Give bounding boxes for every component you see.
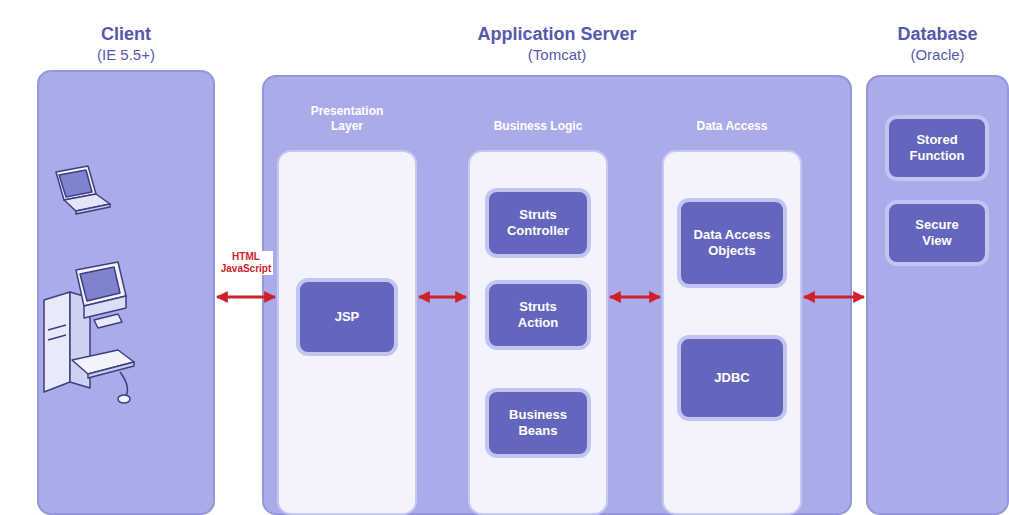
component-box: Struts Action xyxy=(485,280,591,350)
component-label: Data Access Objects xyxy=(693,227,771,259)
component-box: Business Beans xyxy=(485,388,591,458)
tier-subtitle: (Oracle) xyxy=(848,45,1009,64)
layer-column: Business LogicStruts ControllerStruts Ac… xyxy=(468,150,608,515)
tier-heading: Application Server(Tomcat) xyxy=(244,23,870,64)
tier-panel: Client(IE 5.5+) xyxy=(37,70,215,515)
double-arrow xyxy=(419,296,466,299)
component-box: Stored Function xyxy=(885,115,989,181)
tier-title: Database xyxy=(848,23,1009,45)
laptop-icon xyxy=(56,166,110,214)
layer-heading: Business Logic xyxy=(470,119,606,134)
desktop-icon xyxy=(44,262,134,403)
component-label: Struts Action xyxy=(501,299,575,331)
tier-heading: Database(Oracle) xyxy=(848,23,1009,64)
component-box: Secure View xyxy=(885,200,989,266)
component-label: JSP xyxy=(335,309,360,325)
double-arrow xyxy=(804,296,864,299)
component-label: JDBC xyxy=(714,370,749,386)
layer-heading: Data Access xyxy=(664,119,800,134)
tier-title: Application Server xyxy=(244,23,870,45)
component-label: Struts Controller xyxy=(501,207,575,239)
double-arrow xyxy=(610,296,660,299)
component-box: JSP xyxy=(296,278,398,356)
edge-label: HTML JavaScript xyxy=(219,251,273,275)
component-label: Stored Function xyxy=(901,132,973,164)
layer-heading: Presentation Layer xyxy=(279,104,415,134)
component-label: Business Beans xyxy=(501,407,575,439)
double-arrow xyxy=(217,296,275,299)
tier-heading: Client(IE 5.5+) xyxy=(19,23,233,64)
tier-panel: Application Server(Tomcat)Presentation L… xyxy=(262,75,852,515)
component-box: Data Access Objects xyxy=(677,198,787,288)
tier-title: Client xyxy=(19,23,233,45)
component-label: Secure View xyxy=(901,217,973,249)
component-box: JDBC xyxy=(677,335,787,421)
layer-column: Data AccessData Access ObjectsJDBC xyxy=(662,150,802,515)
component-box: Struts Controller xyxy=(485,188,591,258)
tier-subtitle: (Tomcat) xyxy=(244,45,870,64)
tier-subtitle: (IE 5.5+) xyxy=(19,45,233,64)
tier-panel: Database(Oracle)Stored FunctionSecure Vi… xyxy=(866,75,1009,515)
layer-column: Presentation LayerJSP xyxy=(277,150,417,515)
